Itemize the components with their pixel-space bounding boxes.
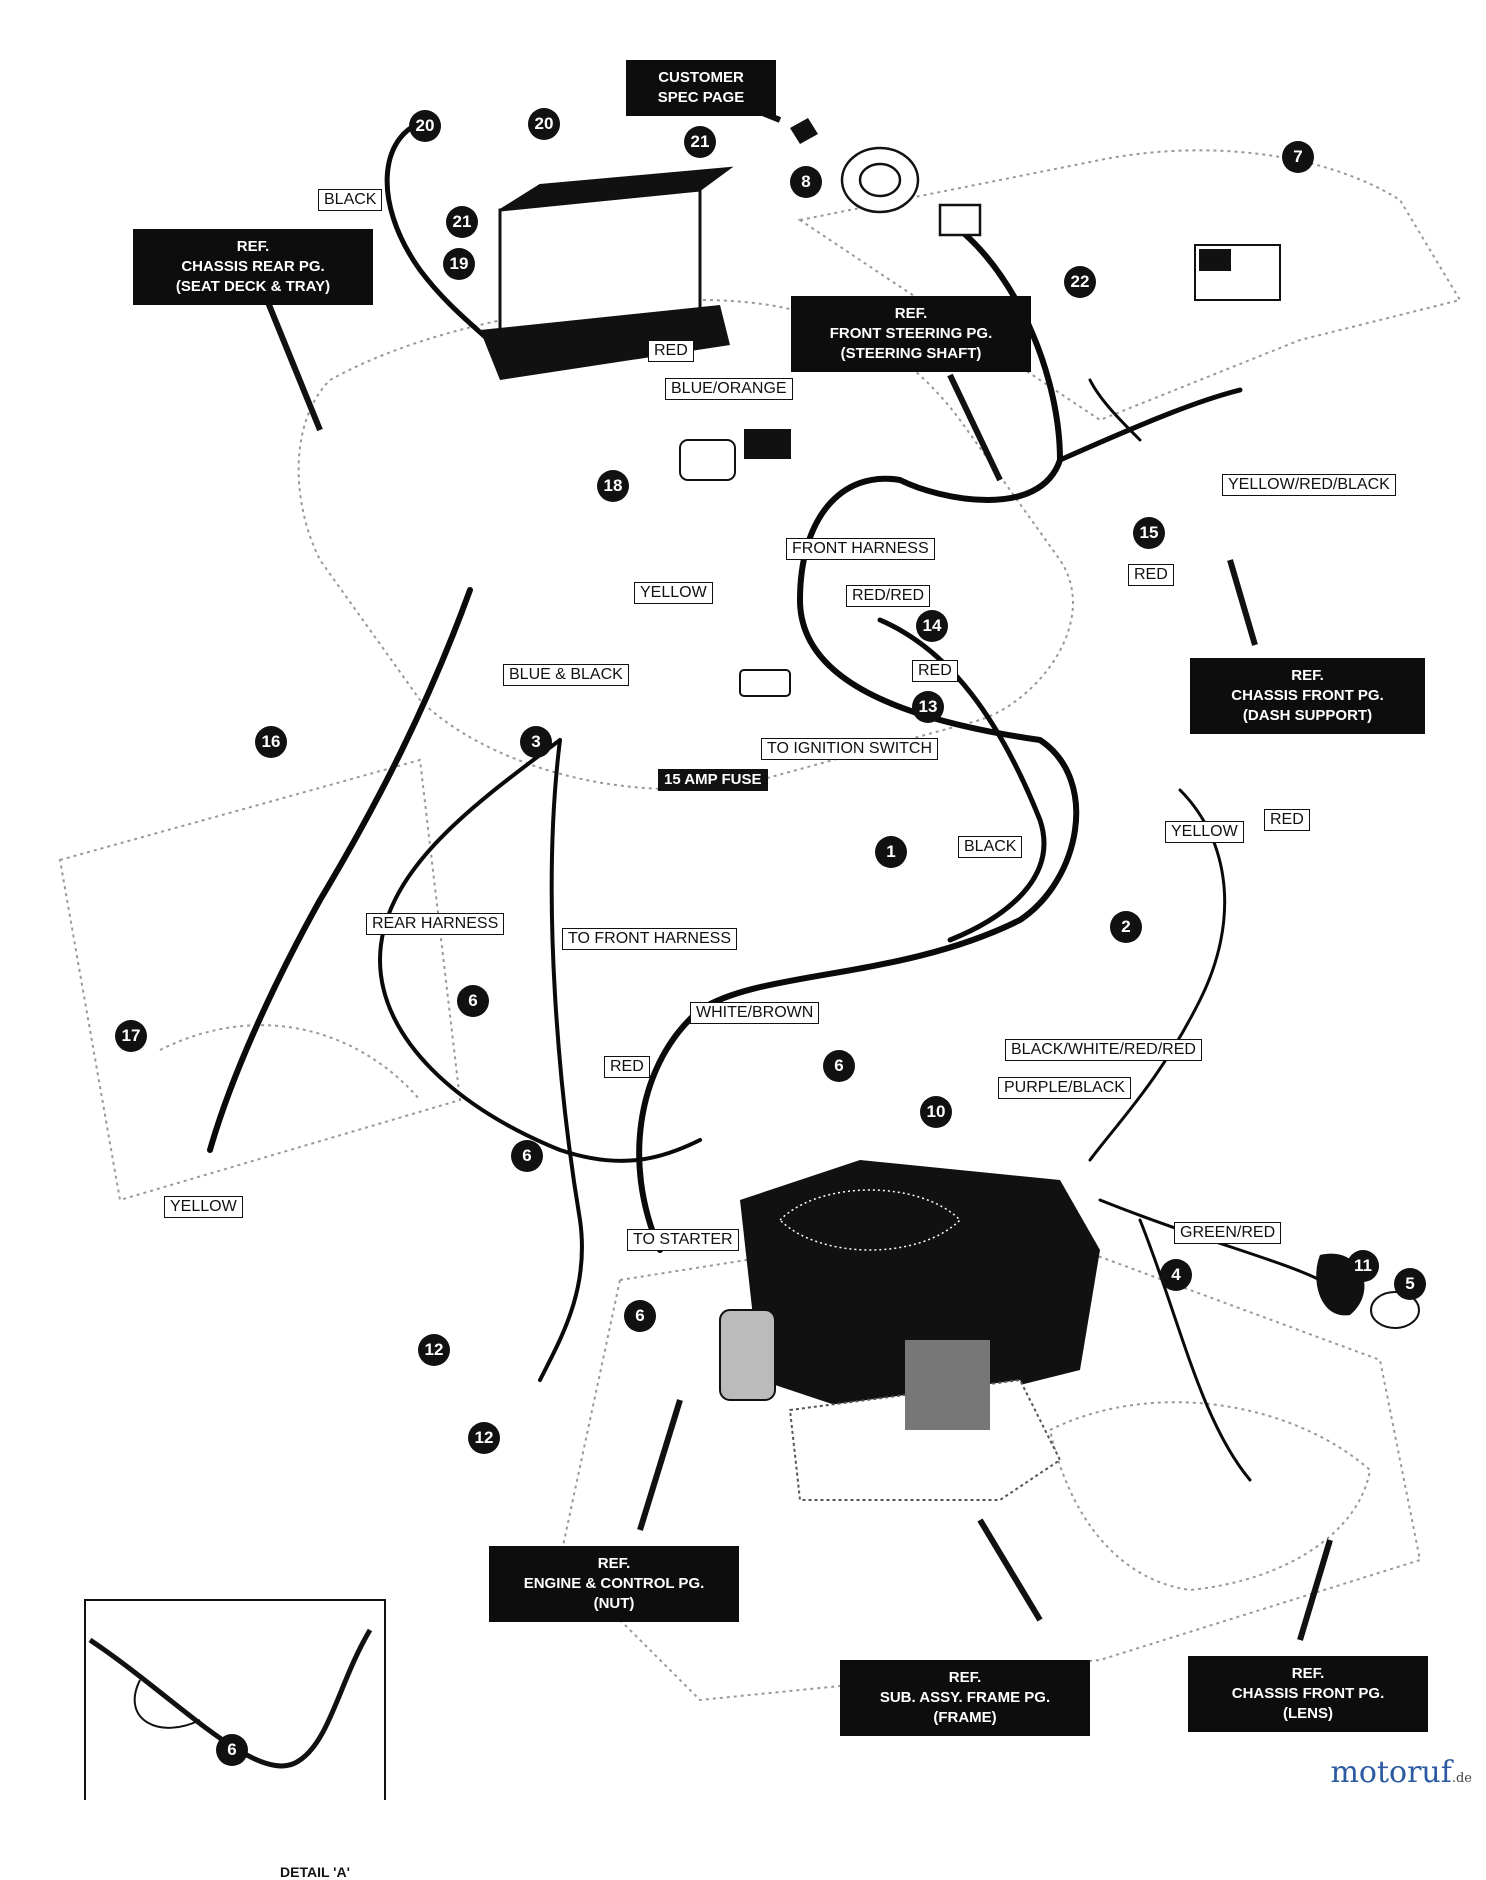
wire-label-red-mid: RED [912,660,958,682]
callout-14: 14 [916,610,948,642]
ref-front-steering: REF. FRONT STEERING PG. (STEERING SHAFT) [791,296,1031,372]
wire-label-red: RED [648,340,694,362]
wire-label-green-red: GREEN/RED [1174,1222,1282,1244]
wire-label-yellow-red-black: YELLOW/RED/BLACK [1222,474,1396,496]
callout-20: 20 [528,108,560,140]
ref-chassis-rear: REF. CHASSIS REAR PG. (SEAT DECK & TRAY) [133,229,373,305]
ref-sub-assy-frame: REF. SUB. ASSY. FRAME PG. (FRAME) [840,1660,1090,1736]
wiring-diagram [58,97,1462,1800]
ref-line: CHASSIS REAR PG. [181,258,325,275]
wire-label-red-low: RED [604,1056,650,1078]
ref-line: REF. [948,1669,982,1686]
ref-line: ENGINE & CONTROL PG. [523,1575,705,1592]
watermark-logo: motoruf.de [1330,1755,1472,1790]
wire-label-rear-harness: REAR HARNESS [366,913,505,935]
wire-label-purple-black: PURPLE/BLACK [998,1077,1131,1099]
ref-line: SUB. ASSY. FRAME PG. [879,1689,1051,1706]
callout-11: 11 [1347,1250,1379,1282]
ref-line: (NUT) [593,1595,635,1612]
callout-6: 6 [511,1140,543,1172]
wire-label-to-starter: TO STARTER [627,1229,739,1251]
ref-line: REF. [1291,1665,1325,1682]
callout-6: 6 [457,985,489,1017]
wire-label-front-harness: FRONT HARNESS [786,538,935,560]
callout-6: 6 [823,1050,855,1082]
callout-20: 20 [409,110,441,142]
ref-line: SPEC PAGE [657,89,745,106]
wire-label-fuse: 15 AMP FUSE [658,769,768,791]
ref-chassis-front-dash: REF. CHASSIS FRONT PG. (DASH SUPPORT) [1190,658,1425,734]
callout-18: 18 [597,470,629,502]
ref-line: (DASH SUPPORT) [1242,707,1373,724]
ref-line: CHASSIS FRONT PG. [1231,1685,1385,1702]
callout-16: 16 [255,726,287,758]
wire-label-yellow-low: YELLOW [164,1196,243,1218]
wire-label-red-right: RED [1128,564,1174,586]
wire-label-black-mid: BLACK [958,836,1023,858]
ref-line: (LENS) [1283,1705,1333,1722]
wire-label-blue-black: BLUE & BLACK [503,664,629,686]
watermark-suffix: .de [1451,1771,1472,1786]
ref-engine-control: REF. ENGINE & CONTROL PG. (NUT) [489,1546,739,1622]
wire-label-to-front-harness: TO FRONT HARNESS [562,928,737,950]
callout-13: 13 [912,691,944,723]
callout-19: 19 [443,248,475,280]
callout-8: 8 [790,166,822,198]
callout-21: 21 [446,206,478,238]
callout-22: 22 [1064,266,1096,298]
relay [1194,244,1281,301]
callout-15: 15 [1133,517,1165,549]
callout-21: 21 [684,126,716,158]
watermark-name: motoruf [1330,1755,1452,1790]
detail-title: DETAIL 'A' [280,1864,350,1880]
ref-line: CUSTOMER [658,69,744,86]
ref-line: REF. [1291,667,1324,684]
ref-line: (STEERING SHAFT) [840,345,982,362]
wire-label-black: BLACK [318,189,383,211]
callout-6: 6 [216,1734,248,1766]
callout-5: 5 [1394,1268,1426,1300]
key [790,118,818,144]
callout-12: 12 [418,1334,450,1366]
ref-customer-spec: CUSTOMER SPEC PAGE [626,60,776,116]
wire-label-white-brown: WHITE/BROWN [690,1002,820,1024]
callout-1: 1 [875,836,907,868]
ref-line: CHASSIS FRONT PG. [1231,687,1384,704]
wire-label-blue-orange: BLUE/ORANGE [665,378,793,400]
callout-12: 12 [468,1422,500,1454]
ref-line: FRONT STEERING PG. [829,325,993,342]
battery [480,166,734,380]
ref-line: REF. [236,238,270,255]
callout-10: 10 [920,1096,952,1128]
callout-4: 4 [1160,1259,1192,1291]
callout-6: 6 [624,1300,656,1332]
ref-line: (SEAT DECK & TRAY) [175,278,331,295]
ignition-switch [840,146,982,237]
callout-7: 7 [1282,141,1314,173]
wire-label-black-white-red-red: BLACK/WHITE/RED/RED [1005,1039,1202,1061]
wire-label-to-ignition-switch: TO IGNITION SWITCH [761,738,939,760]
wire-label-red-red: RED/RED [846,585,931,607]
ref-line: (FRAME) [933,1709,997,1726]
callout-17: 17 [115,1020,147,1052]
fuse-holder [739,669,791,697]
engine [719,1160,1100,1501]
ref-chassis-front-lens: REF. CHASSIS FRONT PG. (LENS) [1188,1656,1428,1732]
wire-label-red-right2: RED [1264,809,1310,831]
wire-label-yellow-right: YELLOW [1165,821,1244,843]
callout-2: 2 [1110,911,1142,943]
seat-switch [679,429,791,481]
detail-a-inset [84,1599,386,1800]
wire-label-yellow: YELLOW [634,582,713,604]
ref-line: REF. [894,305,928,322]
ref-line: REF. [597,1555,631,1572]
callout-3: 3 [520,726,552,758]
